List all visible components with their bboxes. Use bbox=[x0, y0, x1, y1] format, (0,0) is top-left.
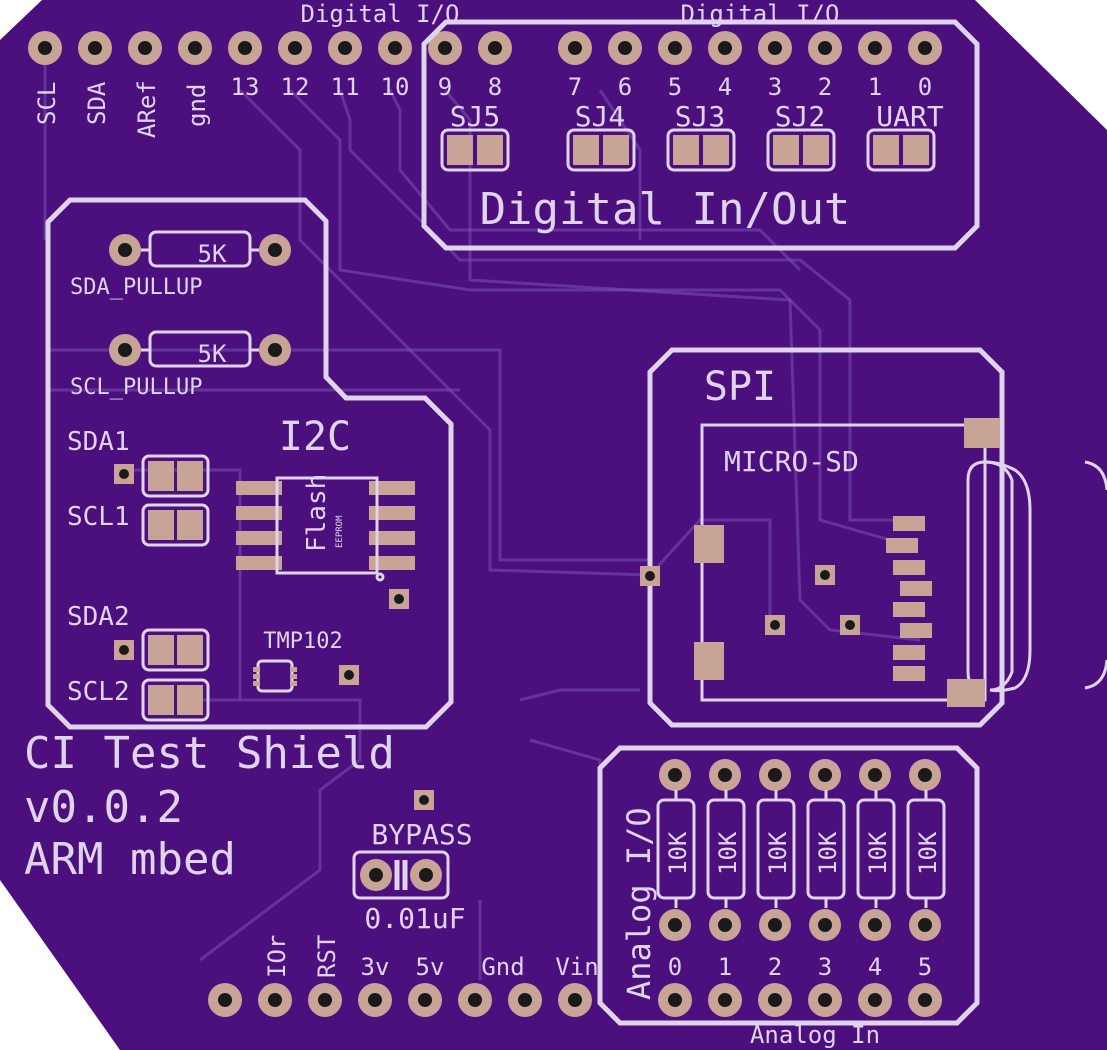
eeprom-label: EEPROM bbox=[335, 515, 345, 548]
power-label-5v: 5v bbox=[416, 953, 445, 981]
flash-eeprom-chip: Flash EEPROM bbox=[236, 474, 415, 582]
scl2-label: SCL2 bbox=[67, 677, 130, 707]
pin-label-5: 5 bbox=[668, 73, 682, 101]
tmp102-label: TMP102 bbox=[263, 629, 342, 654]
pin-label-13: 13 bbox=[231, 73, 260, 101]
i2c-title: I2C bbox=[279, 414, 351, 460]
analog-resistor-0-value: 10K bbox=[664, 831, 692, 875]
sda2-label: SDA2 bbox=[67, 602, 130, 632]
i2c-block: 5K SDA_PULLUP 5K SCL_PULLUP I2C SDA1 SCL… bbox=[45, 197, 454, 730]
sda-pullup-resistor: 5K bbox=[109, 230, 291, 268]
jumper-uart-label: UART bbox=[876, 100, 944, 133]
pin-label-1: 1 bbox=[868, 73, 882, 101]
spi-block: SPI MICRO-SD bbox=[640, 347, 1107, 728]
solder-jumpers bbox=[440, 128, 936, 172]
scl-pullup-label: SCL_PULLUP bbox=[70, 375, 202, 400]
analog-pin-label-2: 2 bbox=[768, 953, 782, 981]
analog-pin-label-5: 5 bbox=[918, 953, 932, 981]
flash-label: Flash bbox=[302, 474, 332, 552]
pin-label-12: 12 bbox=[281, 73, 310, 101]
analog-resistors: 10K 10K 10K 10K 10K 10K bbox=[656, 790, 946, 908]
analog-pin-label-1: 1 bbox=[718, 953, 732, 981]
scl-pullup-value: 5K bbox=[198, 340, 227, 368]
analog-resistor-4-value: 10K bbox=[864, 831, 892, 875]
pin-label-0: 0 bbox=[918, 73, 932, 101]
scl-pullup-resistor: 5K bbox=[109, 330, 291, 368]
analog-resistor-3-value: 10K bbox=[814, 831, 842, 875]
pin-label-11: 11 bbox=[331, 73, 360, 101]
board-vendor: ARM mbed bbox=[24, 834, 236, 885]
jumper-sj3-label: SJ3 bbox=[675, 100, 726, 133]
power-header: IOr RST 3v 5v Gnd Vin bbox=[208, 935, 599, 1017]
analog-pin-label-0: 0 bbox=[668, 953, 682, 981]
pin-label-scl: SCL bbox=[33, 82, 61, 125]
spi-title: SPI bbox=[704, 364, 776, 410]
pin-label-6: 6 bbox=[618, 73, 632, 101]
sda-pullup-label: SDA_PULLUP bbox=[70, 275, 202, 300]
power-label-ior: IOr bbox=[263, 935, 291, 978]
power-label-gnd: Gnd bbox=[481, 953, 524, 981]
power-label-vin: Vin bbox=[555, 953, 598, 981]
pin-label-4: 4 bbox=[718, 73, 732, 101]
pin-label-gnd: gnd bbox=[183, 84, 211, 127]
pin-label-10: 10 bbox=[381, 73, 410, 101]
scl1-label: SCL1 bbox=[67, 502, 130, 532]
i2c-jumpers bbox=[141, 454, 210, 722]
top-header-pins bbox=[28, 31, 942, 65]
pin-label-7: 7 bbox=[568, 73, 582, 101]
bypass-capacitor: BYPASS 0.01uF bbox=[352, 790, 473, 935]
board-name: CI Test Shield bbox=[24, 728, 395, 779]
pin-label-3: 3 bbox=[768, 73, 782, 101]
power-label-3v: 3v bbox=[361, 953, 390, 981]
jumper-sj2-label: SJ2 bbox=[775, 100, 826, 133]
jumper-sj4-label: SJ4 bbox=[575, 100, 626, 133]
bypass-value: 0.01uF bbox=[364, 902, 465, 935]
jumper-sj5-label: SJ5 bbox=[450, 100, 501, 133]
bypass-label: BYPASS bbox=[371, 818, 472, 851]
digital-io-left-label: Digital I/O bbox=[301, 0, 460, 28]
analog-in-footer: Analog In bbox=[750, 1021, 880, 1049]
analog-pin-label-4: 4 bbox=[868, 953, 882, 981]
pin-label-aref: ARef bbox=[133, 80, 161, 138]
analog-pin-label-3: 3 bbox=[818, 953, 832, 981]
power-label-rst: RST bbox=[313, 935, 341, 978]
analog-io-title: Analog I/O bbox=[620, 807, 658, 1000]
pin-label-2: 2 bbox=[818, 73, 832, 101]
pin-label-8: 8 bbox=[488, 73, 502, 101]
tmp102-sensor: TMP102 bbox=[253, 629, 343, 693]
analog-io-block: Analog I/O 10K bbox=[597, 745, 980, 1049]
analog-resistor-1-value: 10K bbox=[714, 831, 742, 875]
pin-label-sda: SDA bbox=[83, 81, 111, 125]
board-version: v0.0.2 bbox=[24, 782, 183, 833]
pin-label-9: 9 bbox=[438, 73, 452, 101]
digital-io-block: SJ5 SJ4 SJ3 SJ2 UART Digital In/Out bbox=[421, 19, 980, 251]
sda1-label: SDA1 bbox=[67, 427, 130, 457]
analog-resistor-5-value: 10K bbox=[914, 831, 942, 875]
micro-sd-label: MICRO-SD bbox=[724, 445, 859, 478]
digital-block-title: Digital In/Out bbox=[480, 184, 851, 235]
sda-pullup-value: 5K bbox=[198, 240, 227, 268]
analog-resistor-2-value: 10K bbox=[764, 831, 792, 875]
